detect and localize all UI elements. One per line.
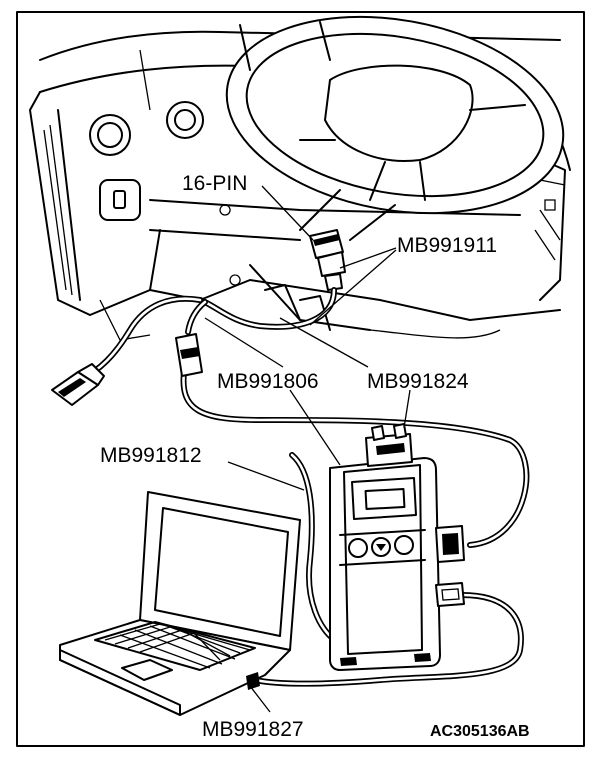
diagram-frame: [16, 11, 585, 747]
label-mb991812: MB991812: [100, 444, 202, 467]
label-mb991911: MB991911: [397, 234, 497, 257]
laptop-illustration: [59, 491, 301, 716]
y-split-adapter: [175, 333, 203, 377]
16-pin-connector: [309, 229, 346, 291]
label-16-pin: 16-PIN: [182, 172, 247, 195]
figure-code: AC305136AB: [430, 723, 530, 740]
left-obd-plug: [51, 363, 105, 406]
vci-unit: [329, 423, 465, 671]
label-mb991827: MB991827: [202, 718, 304, 741]
leader-lines: [204, 185, 411, 713]
steering-wheel-illustration: [225, 15, 565, 241]
label-mb991806: MB991806: [217, 370, 319, 393]
label-mb991824: MB991824: [367, 370, 469, 393]
